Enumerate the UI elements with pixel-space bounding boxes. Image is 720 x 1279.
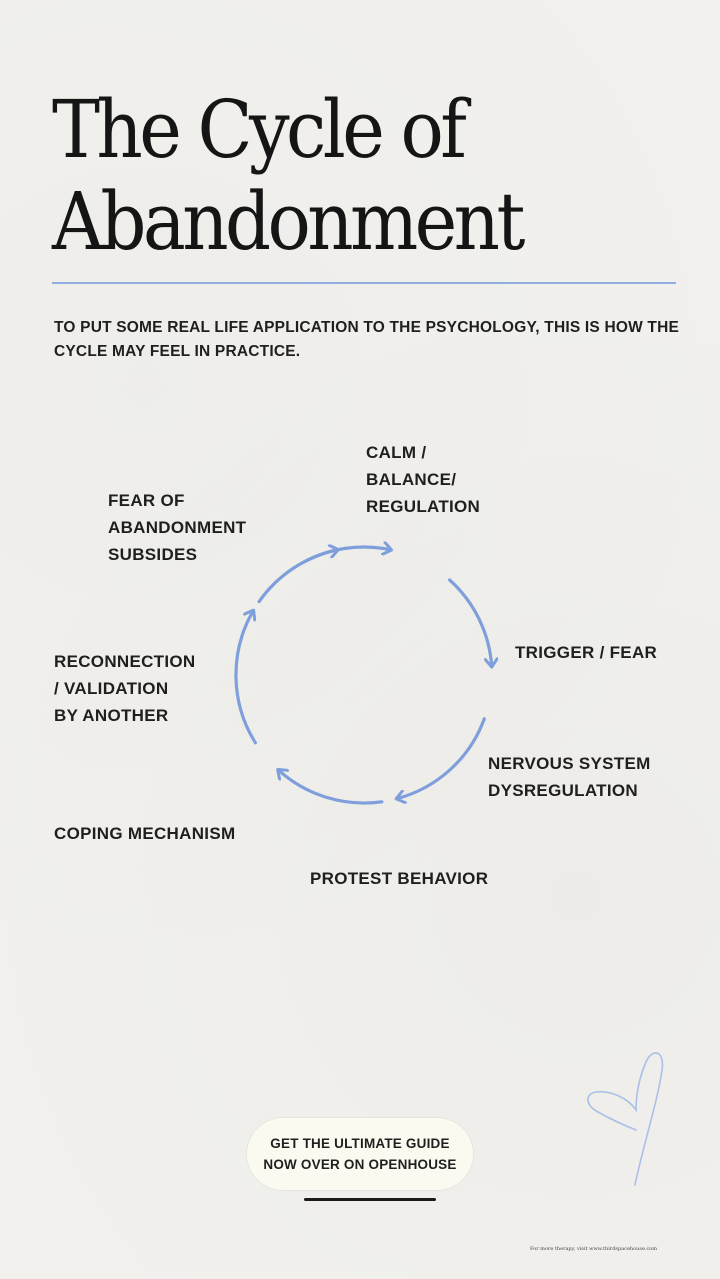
divider-line xyxy=(52,282,676,284)
stage-line: ABANDONMENT xyxy=(108,518,247,537)
stage-line: BY ANOTHER xyxy=(54,706,169,725)
cycle-arrow-5 xyxy=(234,611,257,745)
cta-label: GET THE ULTIMATE GUIDE NOW OVER ON OPENH… xyxy=(263,1136,457,1172)
stage-line: SUBSIDES xyxy=(108,545,198,564)
stage-reconnection-validation: RECONNECTION / VALIDATION BY ANOTHER xyxy=(54,648,196,729)
cycle-arrow-4 xyxy=(278,770,384,805)
stage-line: FEAR OF xyxy=(108,491,185,510)
intro-text: TO PUT SOME REAL LIFE APPLICATION TO THE… xyxy=(54,319,680,360)
stage-protest-behavior: PROTEST BEHAVIOR xyxy=(310,865,488,892)
cycle-arrow-3 xyxy=(397,717,486,799)
heart-icon xyxy=(587,1052,664,1186)
stage-line: NERVOUS SYSTEM xyxy=(488,754,651,773)
stage-line: REGULATION xyxy=(366,497,481,516)
cta-underline xyxy=(304,1198,436,1201)
stage-line: PROTEST BEHAVIOR xyxy=(310,869,489,888)
stage-line: TRIGGER / FEAR xyxy=(515,643,658,662)
stage-coping-mechanism: COPING MECHANISM xyxy=(54,820,235,847)
stage-line: BALANCE/ xyxy=(366,470,457,489)
page-title: The Cycle of Abandonment xyxy=(52,84,610,268)
stage-line: RECONNECTION xyxy=(54,652,196,671)
cycle-arrow-6 xyxy=(257,550,337,604)
stage-line: COPING MECHANISM xyxy=(54,824,236,843)
footer-note: For more therapy, visit www.thirdspaceho… xyxy=(530,1246,658,1252)
stage-line: DYSREGULATION xyxy=(488,781,638,800)
title-line-2: Abandonment xyxy=(52,175,525,268)
cta-button[interactable]: GET THE ULTIMATE GUIDE NOW OVER ON OPENH… xyxy=(247,1118,473,1190)
stage-calm-balance-regulation: CALM / BALANCE/ REGULATION xyxy=(366,439,480,520)
stage-line: / VALIDATION xyxy=(54,679,169,698)
stage-trigger-fear: TRIGGER / FEAR xyxy=(515,639,657,666)
title-line-1: The Cycle of xyxy=(52,83,467,176)
cycle-arrow-2 xyxy=(448,578,492,666)
stage-nervous-system-dysregulation: NERVOUS SYSTEM DYSREGULATION xyxy=(488,750,651,804)
stage-line: CALM / xyxy=(366,443,427,462)
stage-fear-subsides: FEAR OF ABANDONMENT SUBSIDES xyxy=(108,487,246,568)
